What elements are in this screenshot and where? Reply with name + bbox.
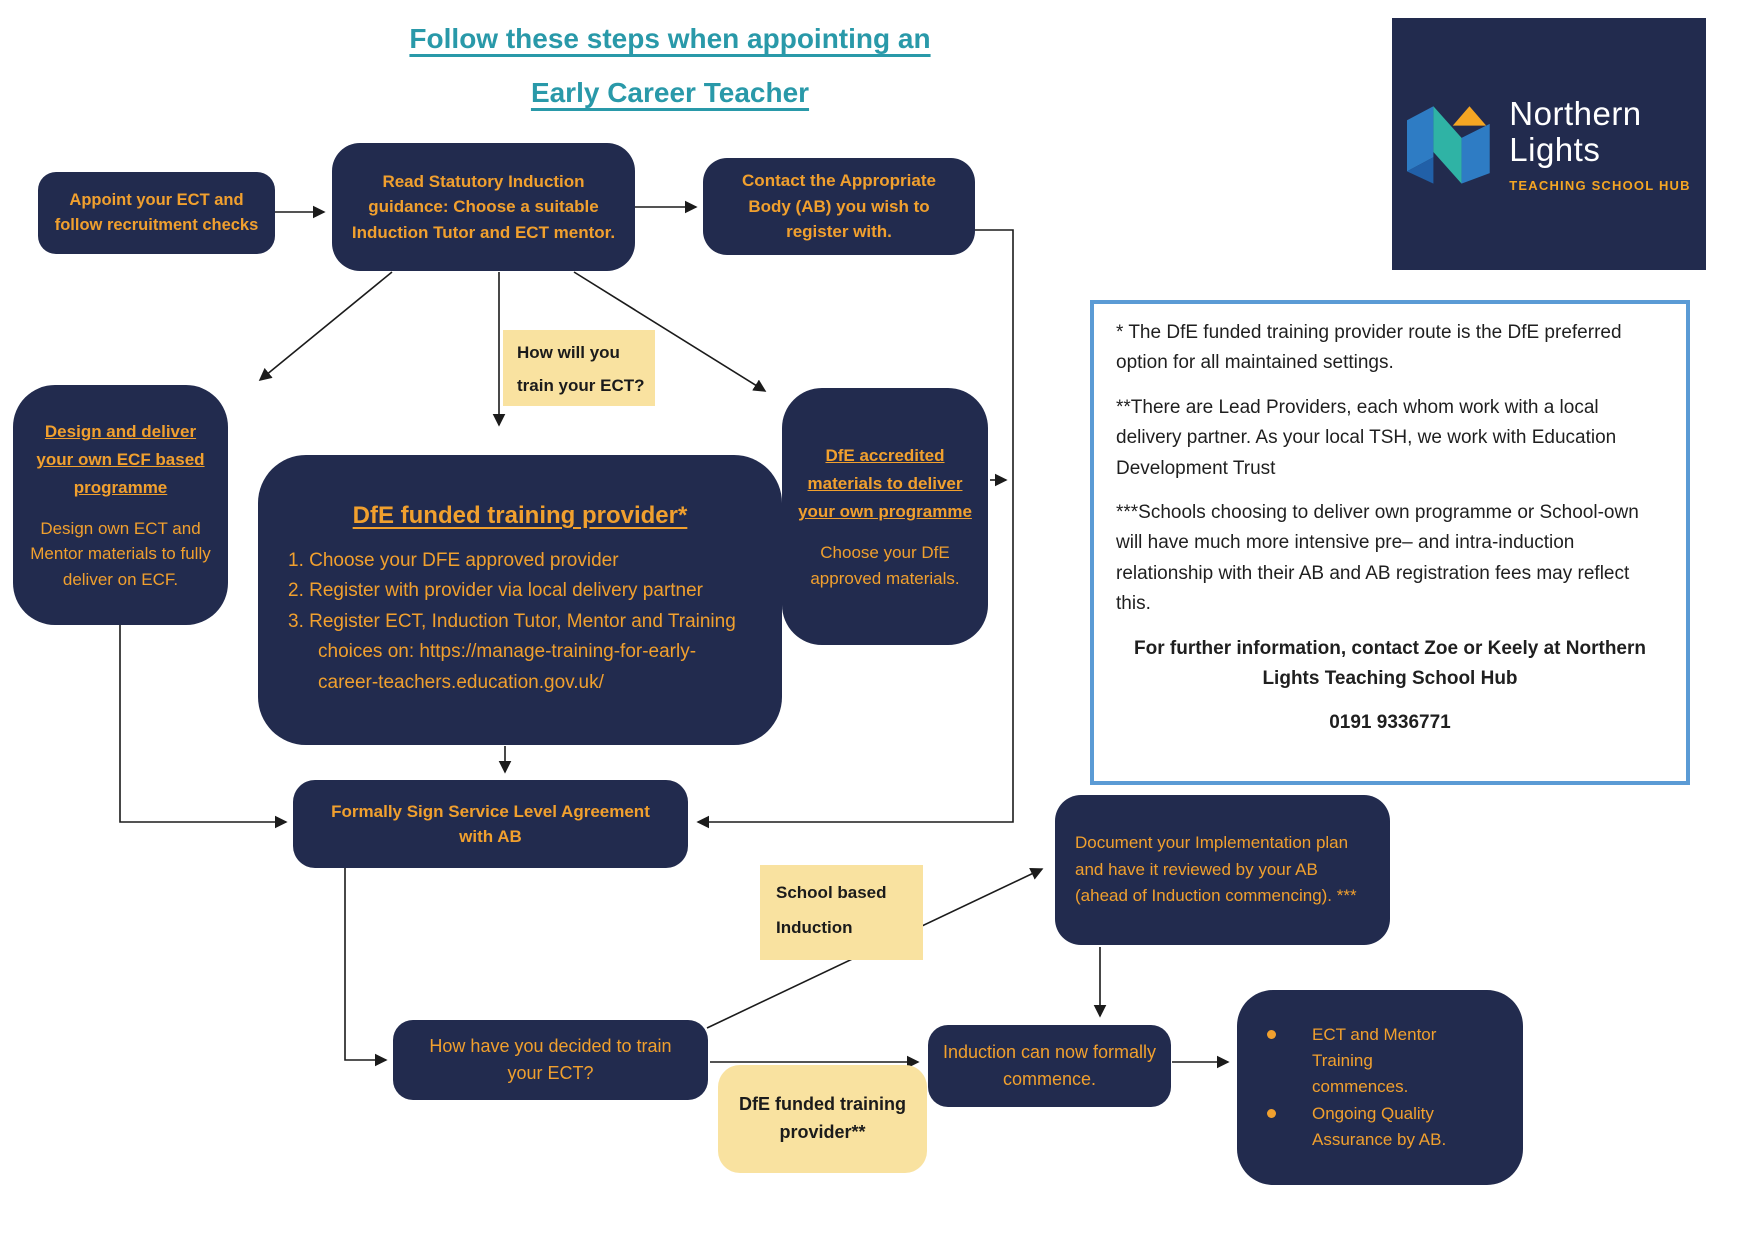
note-contact-info: For further information, contact Zoe or …	[1134, 637, 1646, 689]
node-dfe-funded-provider: DfE funded training provider* 1. Choose …	[258, 455, 782, 745]
node-dfe-accredited-materials-heading: DfE accredited materials to deliver your…	[798, 445, 972, 522]
node-how-decided-label: How have you decided to train your ECT?	[429, 1036, 672, 1083]
node-read-statutory-guidance-label: Read Statutory Induction guidance: Choos…	[351, 171, 616, 242]
node-dfe-accredited-materials-body: Choose your DfE approved materials.	[810, 543, 960, 588]
label-dfe-funded-provider-route-text: DfE funded training provider**	[739, 1094, 906, 1142]
note-own-programme: ***Schools choosing to deliver own progr…	[1116, 501, 1639, 615]
node-sign-sla: Formally Sign Service Level Agreement wi…	[293, 780, 688, 868]
node-training-outcomes: ECT and Mentor Training commences. Ongoi…	[1237, 990, 1523, 1185]
node-dfe-funded-provider-heading: DfE funded training provider*	[352, 502, 688, 530]
logo-wordmark-line-1: Northern	[1509, 94, 1642, 132]
node-design-own-programme-heading: Design and deliver your own ECF based pr…	[36, 421, 205, 497]
label-how-will-you-train-text: How will you train your ECT?	[517, 343, 645, 395]
outcome-item-1: ECT and Mentor Training commences.	[1267, 1022, 1472, 1101]
funded-step-1: 1. Choose your DFE approved provider	[288, 550, 619, 572]
note-phone-number: 0191 9336771	[1329, 712, 1451, 734]
node-contact-appropriate-body-label: Contact the Appropriate Body (AB) you wi…	[742, 171, 936, 242]
node-induction-commence: Induction can now formally commence.	[928, 1025, 1171, 1107]
note-lead-providers: **There are Lead Providers, each whom wo…	[1116, 396, 1617, 479]
node-implementation-plan-label: Document your Implementation plan and ha…	[1075, 833, 1357, 906]
label-school-based-induction-text: School based Induction	[776, 883, 887, 937]
page-title: Follow these steps when appointing an Ea…	[240, 12, 1100, 120]
outcome-item-2-text: Ongoing Quality Assurance by AB.	[1312, 1103, 1447, 1150]
outcome-item-1-text: ECT and Mentor Training commences.	[1312, 1024, 1437, 1097]
funded-step-3: 3. Register ECT, Induction Tutor, Mentor…	[288, 610, 736, 693]
outcome-item-2: Ongoing Quality Assurance by AB.	[1267, 1101, 1472, 1154]
bullet-dot-icon	[1267, 1029, 1276, 1039]
note-funded-route: * The DfE funded training provider route…	[1116, 322, 1622, 374]
node-design-own-programme: Design and deliver your own ECF based pr…	[13, 385, 228, 625]
node-induction-commence-label: Induction can now formally commence.	[942, 1042, 1157, 1089]
northern-lights-logo-icon	[1407, 105, 1490, 184]
node-contact-appropriate-body: Contact the Appropriate Body (AB) you wi…	[703, 158, 975, 255]
funded-step-2: 2. Register with provider via local deli…	[288, 580, 704, 602]
label-school-based-induction: School based Induction	[760, 865, 923, 960]
northern-lights-logo-card: Northern Lights TEACHING SCHOOL HUB	[1392, 18, 1706, 270]
node-appoint-ect-label: Appoint your ECT and follow recruitment …	[54, 191, 259, 234]
logo-tagline: TEACHING SCHOOL HUB	[1509, 177, 1691, 193]
node-design-own-programme-body: Design own ECT and Mentor materials to f…	[30, 518, 211, 589]
node-sign-sla-label: Formally Sign Service Level Agreement wi…	[331, 801, 650, 847]
bullet-dot-icon	[1267, 1108, 1276, 1118]
node-implementation-plan: Document your Implementation plan and ha…	[1055, 795, 1390, 945]
page-title-line-2: Early Career Teacher	[530, 77, 810, 108]
node-appoint-ect: Appoint your ECT and follow recruitment …	[38, 172, 275, 254]
notes-panel: * The DfE funded training provider route…	[1090, 300, 1690, 785]
logo-wordmark-line-2: Lights	[1509, 130, 1601, 168]
label-how-will-you-train: How will you train your ECT?	[503, 330, 655, 406]
node-read-statutory-guidance: Read Statutory Induction guidance: Choos…	[332, 143, 635, 271]
node-how-decided: How have you decided to train your ECT?	[393, 1020, 708, 1100]
label-dfe-funded-provider-route: DfE funded training provider**	[718, 1065, 927, 1173]
page-title-line-1: Follow these steps when appointing an	[409, 23, 931, 54]
node-dfe-accredited-materials: DfE accredited materials to deliver your…	[782, 388, 988, 645]
